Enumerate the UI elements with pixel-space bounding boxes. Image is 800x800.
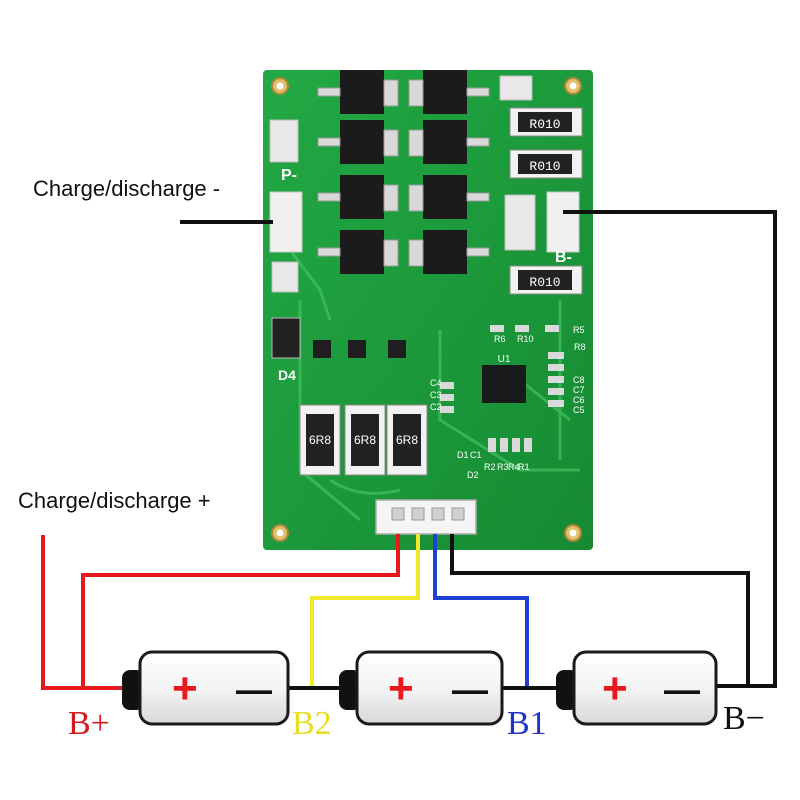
ref-c2: C2 — [430, 402, 442, 412]
mosfet — [423, 120, 467, 164]
pad-grid — [269, 119, 299, 163]
cell-minus-sign: — — [452, 669, 488, 710]
mosfet-array — [317, 70, 490, 274]
passives — [440, 325, 564, 452]
label-charge-discharge-minus: Charge/discharge - — [33, 176, 221, 201]
resistor-label: R010 — [529, 117, 560, 132]
bms-ic — [482, 365, 526, 403]
cell-plus-sign: + — [172, 664, 198, 713]
port-label-b-minus: B- — [555, 249, 572, 266]
ref-c3: C3 — [430, 390, 442, 400]
terminal-b2: B2 — [292, 705, 332, 742]
p-minus-pad — [269, 191, 303, 253]
bms-board: R010 R010 R010 P- B- D4 U1 6R8 6R8 6R8 — [263, 70, 593, 550]
mosfet — [340, 230, 384, 274]
mosfet — [423, 70, 467, 114]
wire-blue-balance — [433, 534, 529, 688]
ref-c7: C7 — [573, 385, 585, 395]
pad-grid — [499, 75, 533, 101]
cell-minus-sign: — — [236, 669, 272, 710]
wiring — [41, 210, 777, 690]
ref-c1: C1 — [470, 450, 482, 460]
ref-c4: C4 — [430, 378, 442, 388]
pad-grid — [504, 194, 536, 251]
resistor-label: R010 — [529, 275, 560, 290]
resistor-label: 6R8 — [354, 433, 376, 447]
ref-r10: R10 — [517, 334, 534, 344]
cell-plus-sign: + — [388, 664, 414, 713]
ref-r1: R1 — [518, 462, 530, 472]
small-ics — [313, 340, 406, 358]
terminal-b1: B1 — [507, 705, 547, 742]
wire-charge-plus — [41, 535, 128, 690]
mounting-holes — [271, 77, 582, 542]
ref-r6: R6 — [494, 334, 506, 344]
power-resistors — [299, 404, 428, 476]
resistor-label: R010 — [529, 159, 560, 174]
ic-label: U1 — [498, 354, 511, 365]
mosfet — [340, 120, 384, 164]
terminal-b-plus: B+ — [68, 705, 110, 742]
diode-label: D4 — [278, 367, 296, 383]
ref-r8: R8 — [574, 342, 586, 352]
ref-c6: C6 — [573, 395, 585, 405]
resistor-label: 6R8 — [396, 433, 418, 447]
label-charge-discharge-plus: Charge/discharge + — [18, 488, 211, 513]
battery-cell-3 — [556, 650, 718, 726]
ref-r2: R2 — [484, 462, 496, 472]
b-minus-pad — [546, 191, 580, 253]
ref-r5: R5 — [573, 325, 585, 335]
mosfet — [423, 175, 467, 219]
mosfet — [340, 70, 384, 114]
port-label-p-minus: P- — [281, 167, 297, 184]
diode — [271, 317, 301, 359]
ref-c5: C5 — [573, 405, 585, 415]
ref-c8: C8 — [573, 375, 585, 385]
cell-plus-sign: + — [602, 664, 628, 713]
ref-d1: D1 — [457, 450, 469, 460]
wire-black-balance — [450, 534, 750, 685]
ref-r4: R4 — [508, 462, 520, 472]
shunt-resistors — [509, 107, 583, 295]
cell-minus-sign: — — [664, 669, 700, 710]
ref-r3: R3 — [497, 462, 509, 472]
battery-cell-1 — [122, 650, 290, 726]
mosfet — [423, 230, 467, 274]
ref-d2: D2 — [467, 470, 479, 480]
mosfet — [340, 175, 384, 219]
pad-grid — [271, 261, 299, 293]
wire-yellow-balance — [310, 534, 420, 688]
wire-red-balance — [81, 534, 400, 688]
battery-cell-2 — [339, 650, 504, 726]
terminal-b-minus: B− — [723, 700, 765, 737]
wire-b-minus — [563, 210, 777, 688]
resistor-label: 6R8 — [309, 433, 331, 447]
